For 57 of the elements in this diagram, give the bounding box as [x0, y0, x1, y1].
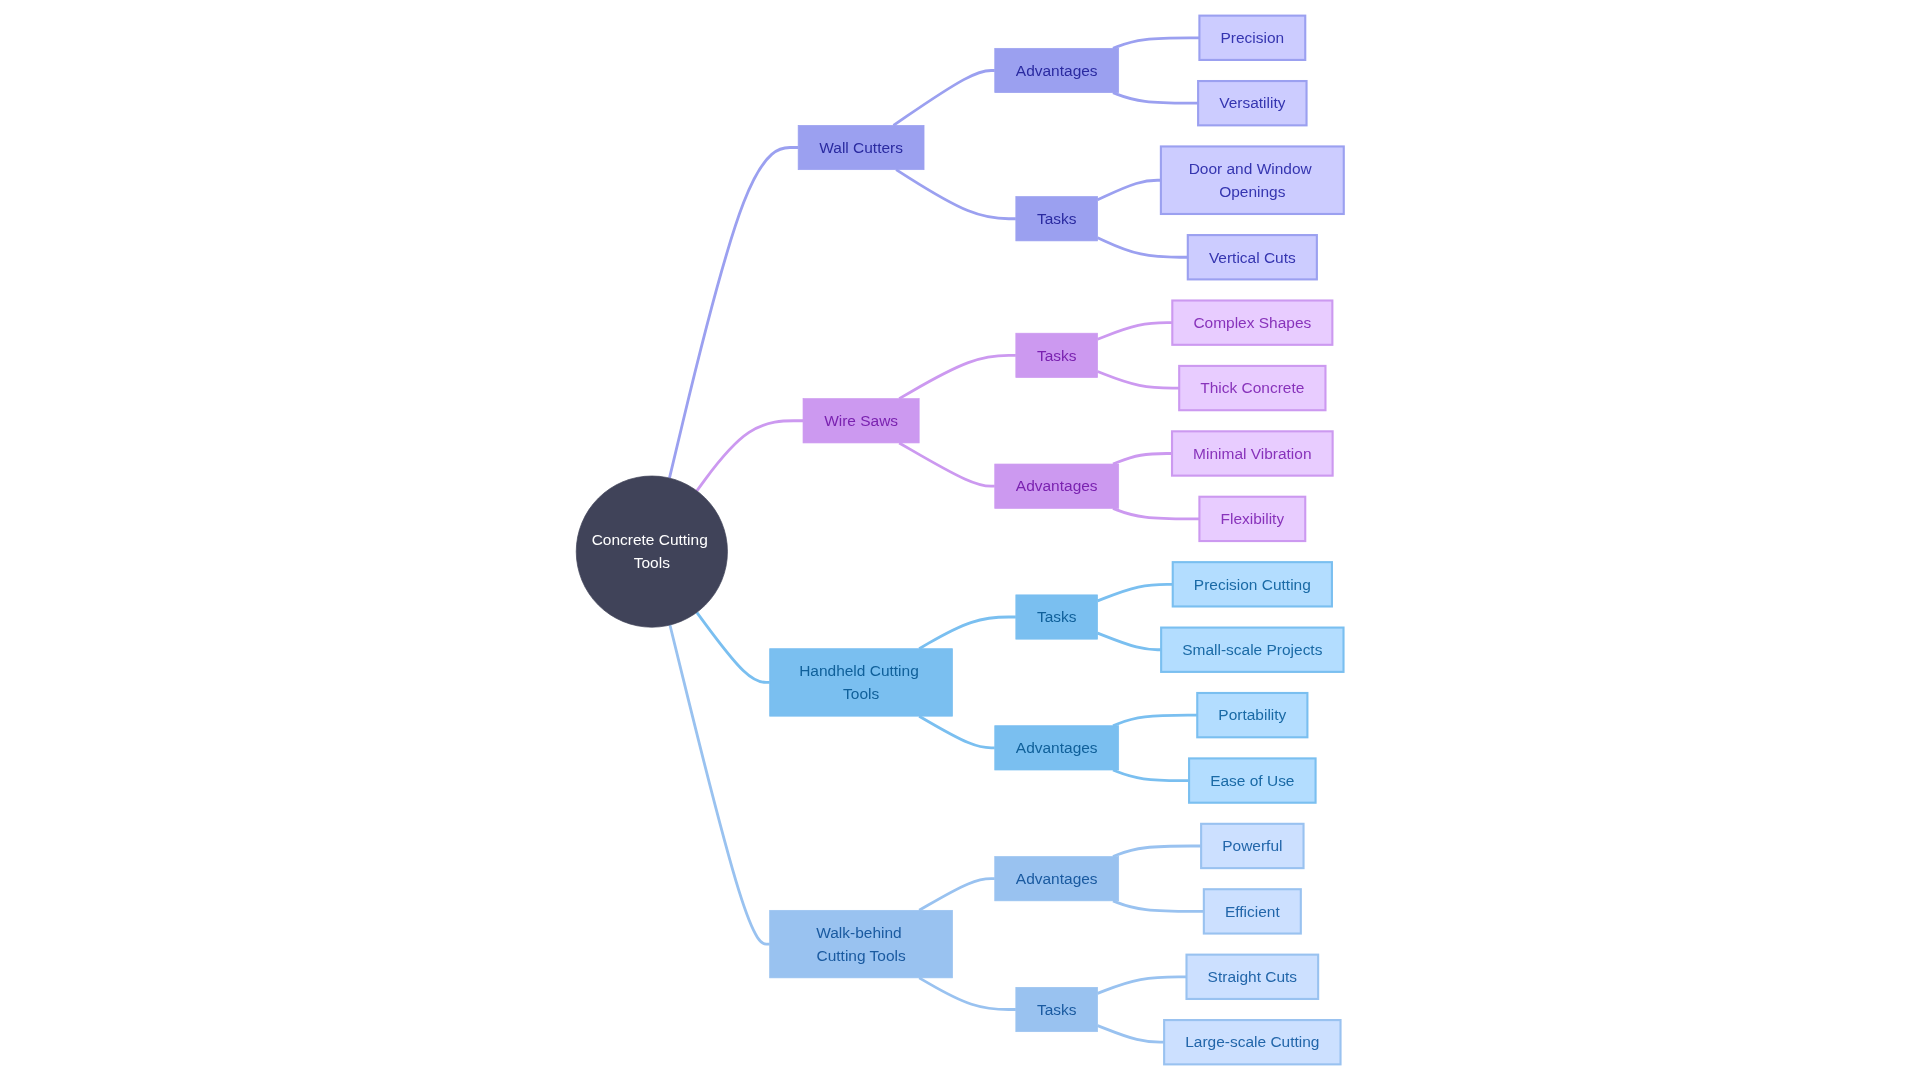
- connector: [668, 146, 799, 479]
- node-box: Versatility: [1197, 80, 1308, 127]
- node-box: Vertical Cuts: [1186, 234, 1318, 281]
- connector: [1097, 975, 1187, 995]
- node-box: Straight Cuts: [1185, 953, 1320, 1000]
- node-box: Tasks: [1015, 987, 1098, 1032]
- node-box: Handheld Cutting Tools: [769, 648, 953, 717]
- node-box: Small-scale Projects: [1160, 626, 1345, 673]
- connector: [1112, 36, 1200, 50]
- connector: [1097, 1024, 1165, 1044]
- connector: [918, 615, 1016, 650]
- node-box: Wire Saws: [802, 398, 920, 444]
- node-box: Precision Cutting: [1171, 561, 1333, 608]
- connector: [1097, 236, 1188, 259]
- connector: [1112, 768, 1190, 782]
- node-box: Advantages: [994, 463, 1120, 509]
- node-box: Thick Concrete: [1178, 364, 1327, 412]
- connector: [1112, 899, 1204, 913]
- node-box: Walk-behind Cutting Tools: [769, 910, 953, 979]
- connector: [1097, 631, 1162, 652]
- connector: [918, 715, 995, 750]
- node-box: Complex Shapes: [1171, 299, 1334, 346]
- node-box: Tasks: [1015, 332, 1098, 378]
- connector: [1097, 370, 1180, 390]
- connector: [668, 624, 770, 946]
- node-box: Minimal Vibration: [1170, 430, 1334, 477]
- node-box: Large-scale Cutting: [1163, 1019, 1342, 1066]
- connector: [1112, 507, 1200, 521]
- connector: [892, 69, 995, 127]
- node-box: Advantages: [994, 856, 1120, 902]
- node-box: Tasks: [1015, 594, 1098, 640]
- connector: [695, 419, 804, 492]
- connector: [918, 877, 995, 912]
- connector: [898, 441, 995, 488]
- connector: [1097, 321, 1173, 341]
- connector: [1112, 844, 1202, 858]
- connector: [918, 976, 1016, 1011]
- node-circle: Concrete Cutting Tools: [575, 475, 728, 628]
- node-box: Tasks: [1015, 196, 1098, 242]
- connector: [1097, 582, 1173, 603]
- node-box: Wall Cutters: [797, 125, 925, 170]
- connector: [695, 611, 770, 684]
- node-box: Precision: [1198, 14, 1307, 61]
- connector: [1097, 178, 1161, 202]
- node-box: Flexibility: [1198, 495, 1307, 543]
- connector: [1112, 452, 1172, 466]
- connector: [1112, 91, 1199, 105]
- connector: [898, 353, 1016, 400]
- connector: [1112, 713, 1198, 727]
- node-box: Advantages: [994, 725, 1120, 771]
- node-box: Advantages: [994, 48, 1120, 93]
- node-box: Ease of Use: [1188, 757, 1317, 804]
- node-box: Door and Window Openings: [1159, 145, 1345, 216]
- node-box: Powerful: [1200, 822, 1305, 870]
- connector: [895, 168, 1016, 221]
- node-box: Efficient: [1202, 888, 1302, 935]
- node-box: Portability: [1196, 691, 1309, 739]
